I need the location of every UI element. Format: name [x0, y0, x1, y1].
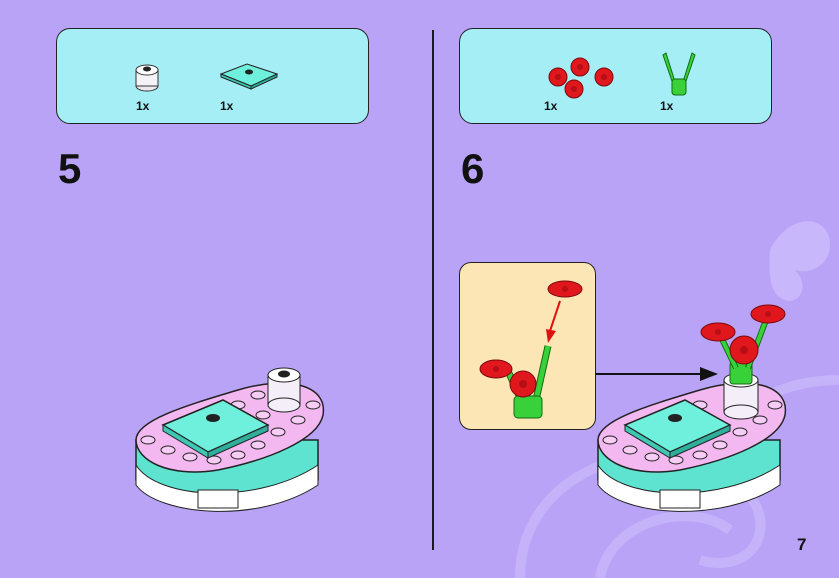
part-qty: 1x	[136, 99, 150, 113]
white-round-brick-icon	[135, 64, 159, 92]
parts-list-step-5: 1x 1x	[56, 28, 369, 124]
step-divider	[432, 30, 434, 550]
callout-detail-box	[459, 262, 596, 430]
part-qty: 1x	[660, 99, 674, 113]
step-number: 6	[461, 145, 485, 192]
step-6-model-illustration	[597, 304, 787, 512]
flower-assembly-detail	[479, 280, 583, 419]
red-flowers-icon	[548, 57, 614, 99]
part-qty: 1x	[220, 99, 234, 113]
green-stems-icon	[662, 52, 696, 96]
butterfly-icon	[769, 221, 830, 301]
page-number: 7	[797, 535, 807, 554]
parts-list-step-6: 1x 1x	[459, 28, 772, 124]
turquoise-plate-icon	[219, 63, 279, 90]
callout-arrow-icon	[596, 367, 718, 381]
step-number: 5	[58, 145, 82, 192]
step-5-model-illustration	[135, 367, 325, 512]
part-qty: 1x	[544, 99, 558, 113]
